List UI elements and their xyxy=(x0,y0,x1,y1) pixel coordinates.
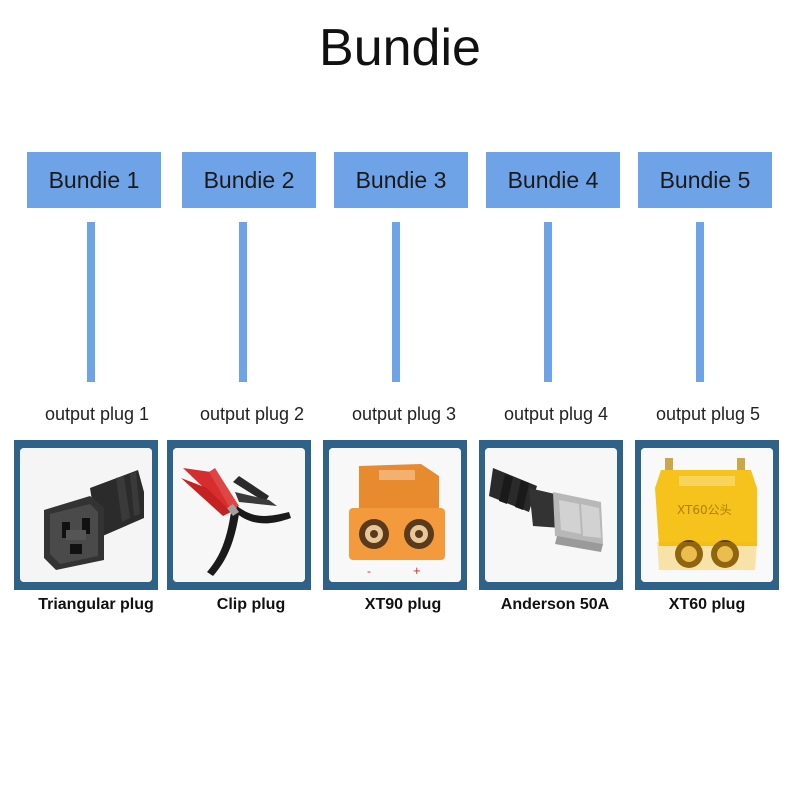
plug-name-5: XT60 plug xyxy=(668,596,746,613)
connector-line-3 xyxy=(392,222,400,382)
plug-name-1: Triangular plug xyxy=(38,596,154,613)
bundle-column-2: Bundie 2 output plug 2 Clip plug xyxy=(167,0,327,800)
bundle-box-5: Bundie 5 xyxy=(638,152,772,208)
bundle-box-2: Bundie 2 xyxy=(182,152,316,208)
connector-line-5 xyxy=(696,222,704,382)
plug-name-2: Clip plug xyxy=(216,596,286,613)
connector-line-4 xyxy=(544,222,552,382)
plug-frame-4 xyxy=(479,440,623,590)
triangular-plug-icon xyxy=(20,448,152,582)
xt90-connector-icon: - + xyxy=(329,448,461,582)
connector-line-2 xyxy=(239,222,247,382)
plug-frame-2 xyxy=(167,440,311,590)
plug-frame-5: XT60公头 xyxy=(635,440,779,590)
output-label-3: output plug 3 xyxy=(351,404,457,424)
bundle-column-3: Bundie 3 output plug 3 - + XT90 plug xyxy=(323,0,479,800)
bundle-box-4: Bundie 4 xyxy=(486,152,620,208)
bundle-column-4: Bundie 4 output plug 4 Anderson 50A xyxy=(479,0,631,800)
xt60-connector-icon: XT60公头 xyxy=(641,448,773,582)
connector-line-1 xyxy=(87,222,95,382)
plug-frame-1 xyxy=(14,440,158,590)
bundle-column-5: Bundie 5 output plug 5 XT60公头 XT60 plug xyxy=(633,0,783,800)
polarity-plus: + xyxy=(413,563,421,578)
plug-name-4: Anderson 50A xyxy=(500,596,610,613)
output-label-1: output plug 1 xyxy=(44,404,150,424)
page-title: Bundie xyxy=(319,19,481,77)
bundle-column-1: Bundie 1 output plug 1 Triangular plug xyxy=(14,0,172,800)
anderson-connector-icon xyxy=(485,448,617,582)
bundle-box-1: Bundie 1 xyxy=(27,152,161,208)
output-label-2: output plug 2 xyxy=(199,404,305,424)
plug-frame-3: - + xyxy=(323,440,467,590)
output-label-4: output plug 4 xyxy=(503,404,609,424)
bundle-box-3: Bundie 3 xyxy=(334,152,468,208)
xt60-marking: XT60公头 xyxy=(677,503,732,517)
alligator-clip-icon xyxy=(173,448,305,582)
output-label-5: output plug 5 xyxy=(655,404,761,424)
polarity-minus: - xyxy=(367,564,371,578)
plug-name-3: XT90 plug xyxy=(364,596,442,613)
